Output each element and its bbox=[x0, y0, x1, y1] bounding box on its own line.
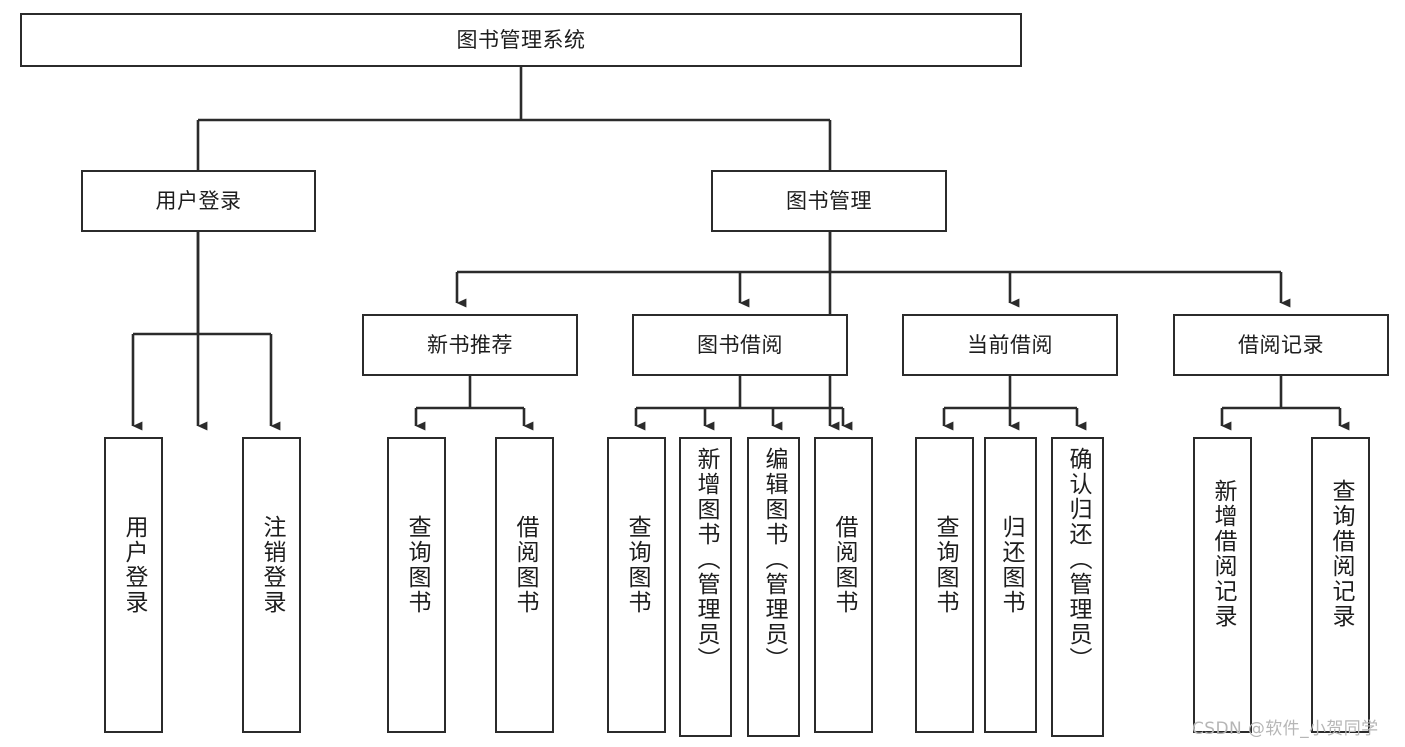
node-root[interactable]: 图书管理系统 bbox=[20, 13, 1022, 67]
leaf-query-book-3[interactable]: 查询图书 bbox=[915, 437, 974, 733]
node-book-manage[interactable]: 图书管理 bbox=[711, 170, 947, 232]
node-book-borrow[interactable]: 图书借阅 bbox=[632, 314, 848, 376]
leaf-user-login-label: 用户登录 bbox=[121, 515, 147, 615]
leaf-query-book-1[interactable]: 查询图书 bbox=[387, 437, 446, 733]
leaf-query-record[interactable]: 查询借阅记录 bbox=[1311, 437, 1370, 733]
leaf-query-book-2-label: 查询图书 bbox=[624, 515, 650, 615]
leaf-query-book-3-label: 查询图书 bbox=[932, 515, 958, 615]
leaf-borrow-book-1[interactable]: 借阅图书 bbox=[495, 437, 554, 733]
leaf-add-book[interactable]: 新增图书（管理员） bbox=[679, 437, 732, 737]
leaf-return-book-label: 归还图书 bbox=[998, 515, 1024, 615]
leaf-borrow-book-1-label: 借阅图书 bbox=[512, 515, 538, 615]
leaf-confirm-return[interactable]: 确认归还（管理员） bbox=[1051, 437, 1104, 737]
leaf-query-record-label: 查询借阅记录 bbox=[1328, 479, 1354, 629]
node-book-borrow-label: 图书借阅 bbox=[697, 332, 783, 357]
node-root-label: 图书管理系统 bbox=[456, 27, 586, 52]
csdn-watermark: CSDN @软件_小贺同学 bbox=[1192, 719, 1379, 739]
node-current-borrow[interactable]: 当前借阅 bbox=[902, 314, 1118, 376]
leaf-borrow-book-2-label: 借阅图书 bbox=[831, 515, 857, 615]
leaf-logout-login-label: 注销登录 bbox=[259, 515, 285, 615]
leaf-user-login[interactable]: 用户登录 bbox=[104, 437, 163, 733]
node-borrow-record[interactable]: 借阅记录 bbox=[1173, 314, 1389, 376]
node-new-book-recommend[interactable]: 新书推荐 bbox=[362, 314, 578, 376]
node-current-borrow-label: 当前借阅 bbox=[967, 332, 1053, 357]
leaf-borrow-book-2[interactable]: 借阅图书 bbox=[814, 437, 873, 733]
leaf-edit-book-label: 编辑图书（管理员） bbox=[761, 447, 787, 672]
node-user-login[interactable]: 用户登录 bbox=[81, 170, 316, 232]
leaf-query-book-1-label: 查询图书 bbox=[404, 515, 430, 615]
node-user-login-label: 用户登录 bbox=[155, 188, 242, 213]
leaf-add-book-label: 新增图书（管理员） bbox=[693, 447, 719, 672]
leaf-add-record-label: 新增借阅记录 bbox=[1210, 479, 1236, 629]
node-new-book-recommend-label: 新书推荐 bbox=[427, 332, 513, 357]
leaf-return-book[interactable]: 归还图书 bbox=[984, 437, 1037, 733]
leaf-add-record[interactable]: 新增借阅记录 bbox=[1193, 437, 1252, 733]
node-borrow-record-label: 借阅记录 bbox=[1238, 332, 1324, 357]
leaf-confirm-return-label: 确认归还（管理员） bbox=[1065, 447, 1091, 672]
leaf-logout-login[interactable]: 注销登录 bbox=[242, 437, 301, 733]
leaf-query-book-2[interactable]: 查询图书 bbox=[607, 437, 666, 733]
leaf-edit-book[interactable]: 编辑图书（管理员） bbox=[747, 437, 800, 737]
node-book-manage-label: 图书管理 bbox=[786, 188, 872, 213]
